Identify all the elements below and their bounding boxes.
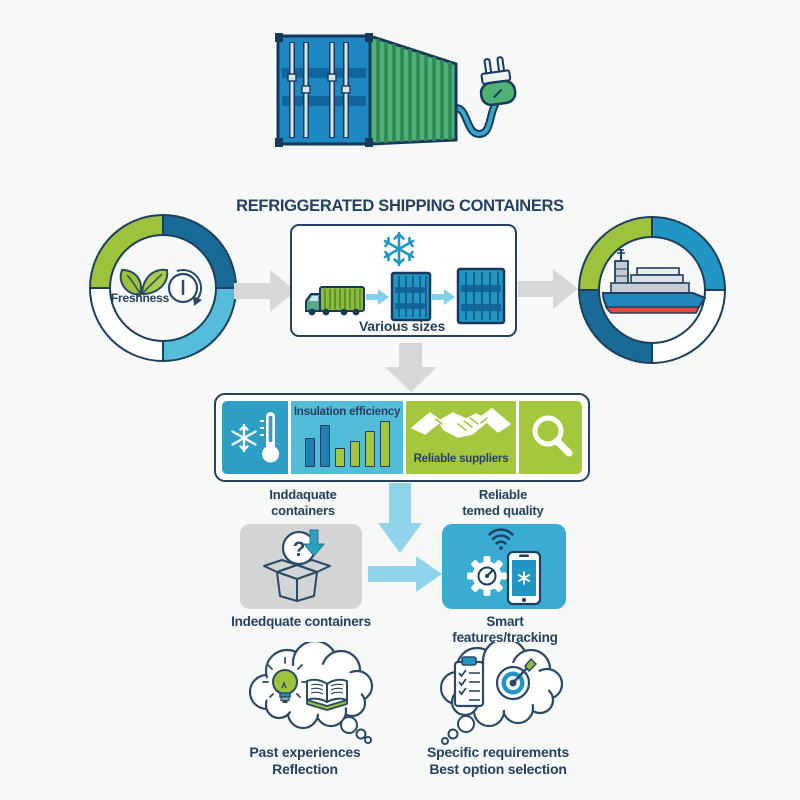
refrigerated-container-plug-icon (275, 33, 517, 147)
inadequate-label: Indedquate containers (231, 614, 371, 629)
thought-cloud-left (248, 642, 374, 744)
page-title: REFRIGGERATED SHIPPING CONTAINERS (236, 197, 564, 215)
question-mark-icon: ? (281, 530, 317, 566)
suppliers-section: Reliable suppliers (406, 401, 516, 474)
checklist-icon (453, 656, 485, 708)
handshake-icon (411, 408, 511, 438)
arrow-down-icon (302, 529, 326, 557)
container-small-icon (390, 271, 432, 322)
cooling-section (222, 401, 288, 474)
thought-cloud-right (439, 642, 564, 745)
wifi-icon (488, 528, 514, 550)
insulation-bar (334, 448, 345, 467)
leaf-icon (119, 268, 169, 297)
gray-arrow-right-icon (234, 270, 296, 312)
insulation-bar (319, 425, 330, 467)
smart-features-box (442, 524, 566, 609)
freshness-ring (88, 213, 238, 363)
lightbulb-icon (262, 657, 308, 703)
arrow-right-icon (432, 289, 455, 305)
freshness-label: Freshness (110, 291, 170, 305)
smart-label: Smart features/tracking (452, 614, 558, 646)
container-large-icon (456, 267, 506, 325)
open-box-icon (263, 559, 331, 602)
blue-arrow-down-icon (378, 483, 422, 553)
target-dart-icon (495, 657, 538, 701)
thermometer-icon (260, 412, 279, 463)
gear-gauge-icon (467, 556, 507, 596)
blue-arrow-right-icon (368, 556, 442, 592)
container-sizes-box (290, 224, 517, 337)
insulation-bar (304, 438, 315, 467)
various-sizes-caption: Various sizes (358, 318, 446, 334)
svg-text:?: ? (293, 538, 306, 561)
insulation-bar (349, 441, 360, 467)
inadequate-containers-box: ? (240, 524, 362, 609)
gray-arrow-right-icon (518, 269, 578, 309)
thought-left-label: Past experiences Reflection (249, 744, 361, 778)
shipping-ring (577, 215, 727, 365)
snowflake-icon (231, 423, 257, 453)
insulation-label: Insulation efficiency (293, 406, 401, 418)
magnifier-icon (532, 415, 573, 457)
insulation-bar (379, 421, 390, 467)
insulation-bar-chart (291, 421, 403, 467)
feature-bar: Insulation efficiency Reliable suppliers (214, 393, 590, 482)
branch-label-left: Inddaquate containers (269, 487, 337, 518)
truck-icon (305, 286, 365, 316)
suppliers-label: Reliable suppliers (413, 453, 509, 465)
power-plug-icon (479, 56, 517, 107)
smartphone-icon (506, 550, 542, 606)
insulation-bar (364, 431, 375, 467)
open-book-icon (306, 678, 348, 711)
gray-arrow-down-icon (385, 343, 437, 392)
thought-right-label: Specific requirements Best option select… (426, 744, 570, 778)
arrow-right-icon (366, 289, 389, 305)
timer-icon (167, 268, 203, 306)
search-section (519, 401, 582, 474)
branch-label-right: Reliable temed quality (462, 487, 544, 518)
snowflake-icon (383, 231, 415, 267)
cargo-ship-icon (601, 249, 707, 314)
insulation-section: Insulation efficiency (291, 401, 403, 474)
